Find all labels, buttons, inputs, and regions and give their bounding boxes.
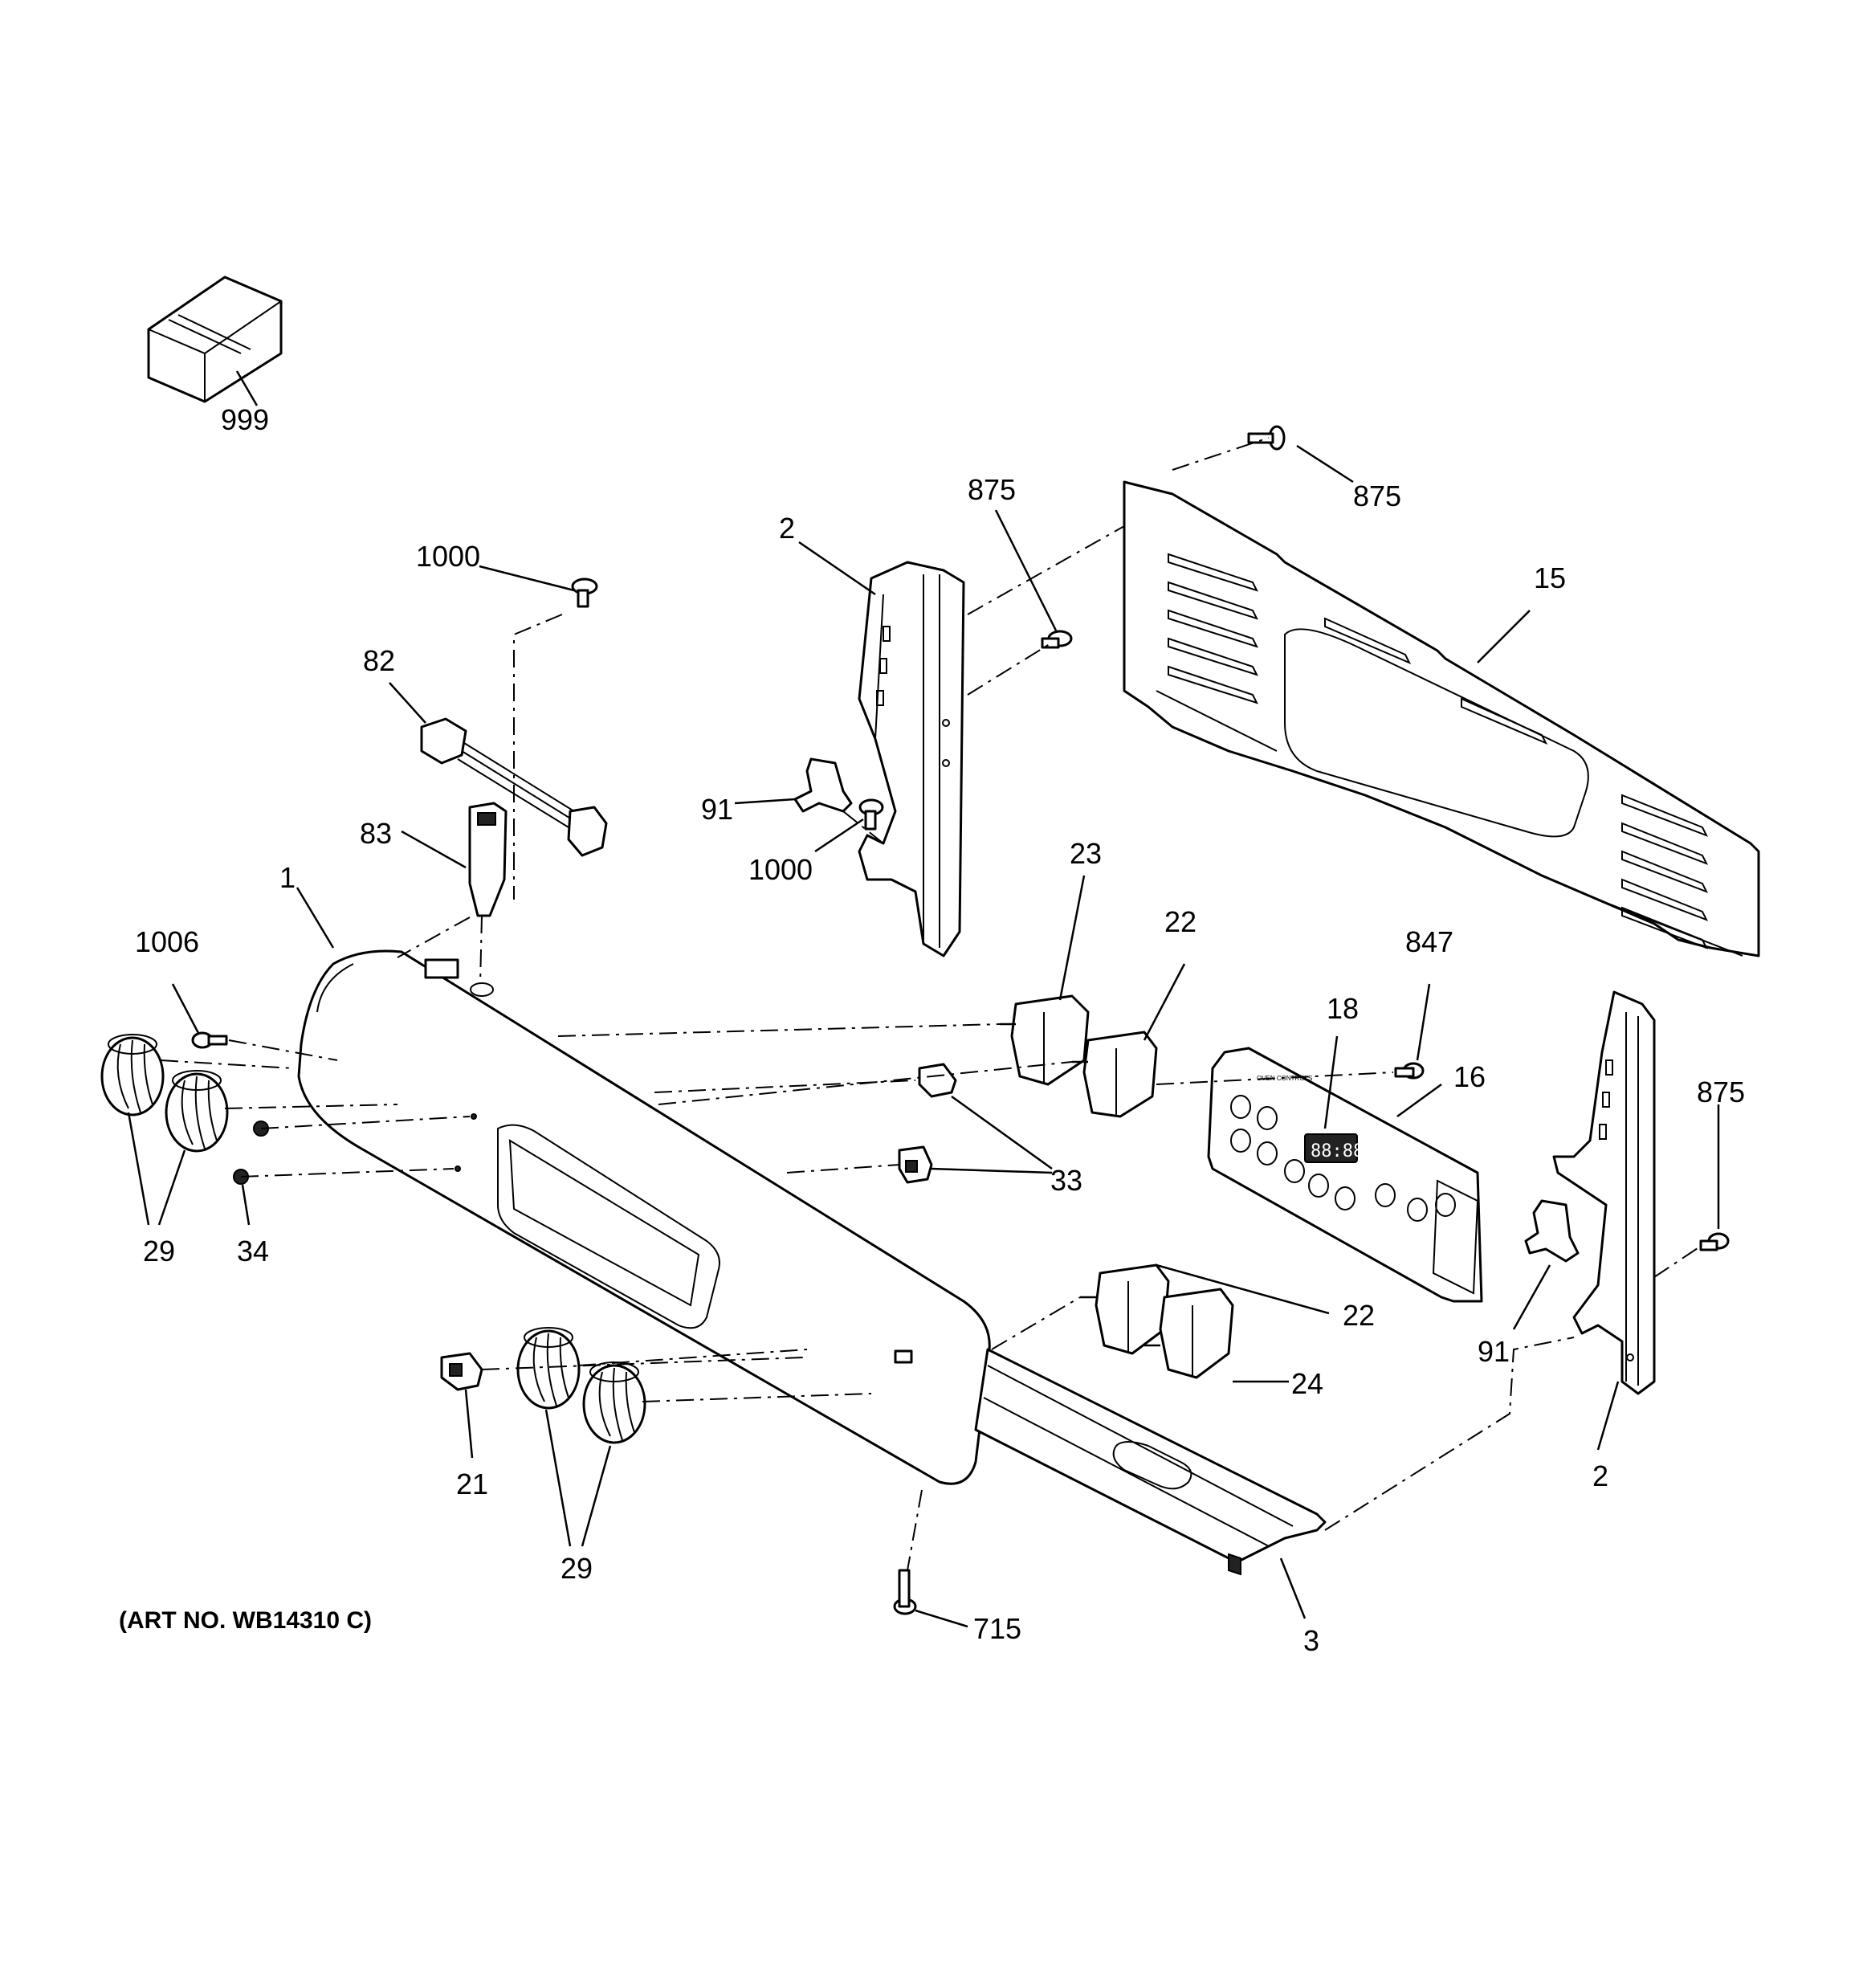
- callout-91-right: 91: [1478, 1335, 1510, 1368]
- callout-22-upper: 22: [1164, 905, 1196, 938]
- callout-3: 3: [1303, 1624, 1319, 1657]
- callout-2-right: 2: [1592, 1459, 1608, 1492]
- part-1-control-panel: [297, 949, 991, 1485]
- part-82-wire-harness: [420, 717, 608, 857]
- callout-1000-lower: 1000: [748, 853, 813, 886]
- part-23-switch: [1000, 994, 1090, 1086]
- callout-34: 34: [237, 1235, 269, 1268]
- part-29-knob-2: [165, 1070, 229, 1153]
- callout-847: 847: [1405, 925, 1453, 958]
- part-29-knob-4: [582, 1361, 646, 1444]
- part-29-knob-3: [516, 1327, 581, 1410]
- screw-875-mid: [1041, 630, 1073, 649]
- screw-1006: [191, 1031, 228, 1049]
- part-91-clip-left: [793, 757, 853, 813]
- part-2-end-cap-left: [858, 561, 965, 957]
- callout-labels: 999 1000 82 83 1 1006 29 34 2 875 875 15…: [135, 403, 1745, 1657]
- callout-82: 82: [363, 644, 395, 677]
- callout-1006: 1006: [135, 925, 199, 958]
- screw-875-right: [1699, 1232, 1730, 1251]
- screw-715: [893, 1569, 917, 1615]
- callout-21: 21: [456, 1468, 488, 1500]
- art-number: (ART NO. WB14310 C): [119, 1607, 372, 1634]
- part-29-knob-1: [100, 1034, 165, 1116]
- control-panel-display: 88:88: [1311, 1141, 1364, 1161]
- screw-1000-lower: [858, 798, 884, 831]
- callout-18: 18: [1327, 992, 1359, 1025]
- callout-875-top: 875: [1353, 480, 1401, 512]
- part-33-indicator-upper: [918, 1063, 957, 1098]
- callout-16: 16: [1453, 1060, 1486, 1093]
- callout-875-upper: 875: [968, 473, 1016, 506]
- leader-lines: [127, 444, 1720, 1628]
- callout-29-bottom: 29: [561, 1552, 593, 1585]
- callout-91-left: 91: [701, 793, 733, 826]
- part-999-literature-box: [147, 276, 283, 406]
- louver-slots-left: [1168, 553, 1258, 704]
- callout-29-left: 29: [143, 1235, 175, 1268]
- callout-15: 15: [1534, 561, 1566, 594]
- part-91-clip-right: [1524, 1199, 1580, 1263]
- callout-999: 999: [221, 403, 269, 436]
- callout-1000-upper: 1000: [416, 540, 480, 573]
- callout-83: 83: [360, 817, 392, 850]
- callout-24: 24: [1291, 1367, 1323, 1400]
- screw-875-top: [1247, 425, 1286, 451]
- part-24-switch: [1144, 1288, 1234, 1379]
- part-2-end-cap-right: [1552, 990, 1656, 1395]
- callout-1: 1: [279, 861, 296, 894]
- callout-23: 23: [1070, 837, 1102, 870]
- screw-847: [1394, 1062, 1425, 1080]
- part-22-switch-lower: [1080, 1263, 1170, 1355]
- callout-875-right: 875: [1697, 1076, 1745, 1108]
- callout-2-left: 2: [779, 512, 795, 545]
- part-15-mounting-panel: [1123, 480, 1760, 957]
- screw-1000-upper: [571, 578, 598, 608]
- callout-22-lower: 22: [1343, 1299, 1375, 1332]
- callout-33: 33: [1050, 1164, 1082, 1197]
- part-83-rocker-switch: [468, 802, 508, 917]
- assembly-lines: [160, 437, 1703, 1571]
- part-33-indicator-lower: [898, 1145, 933, 1184]
- part-3-bottom-trim: [974, 1348, 1327, 1576]
- part-21-switch: [440, 1352, 483, 1391]
- callout-715: 715: [973, 1612, 1021, 1645]
